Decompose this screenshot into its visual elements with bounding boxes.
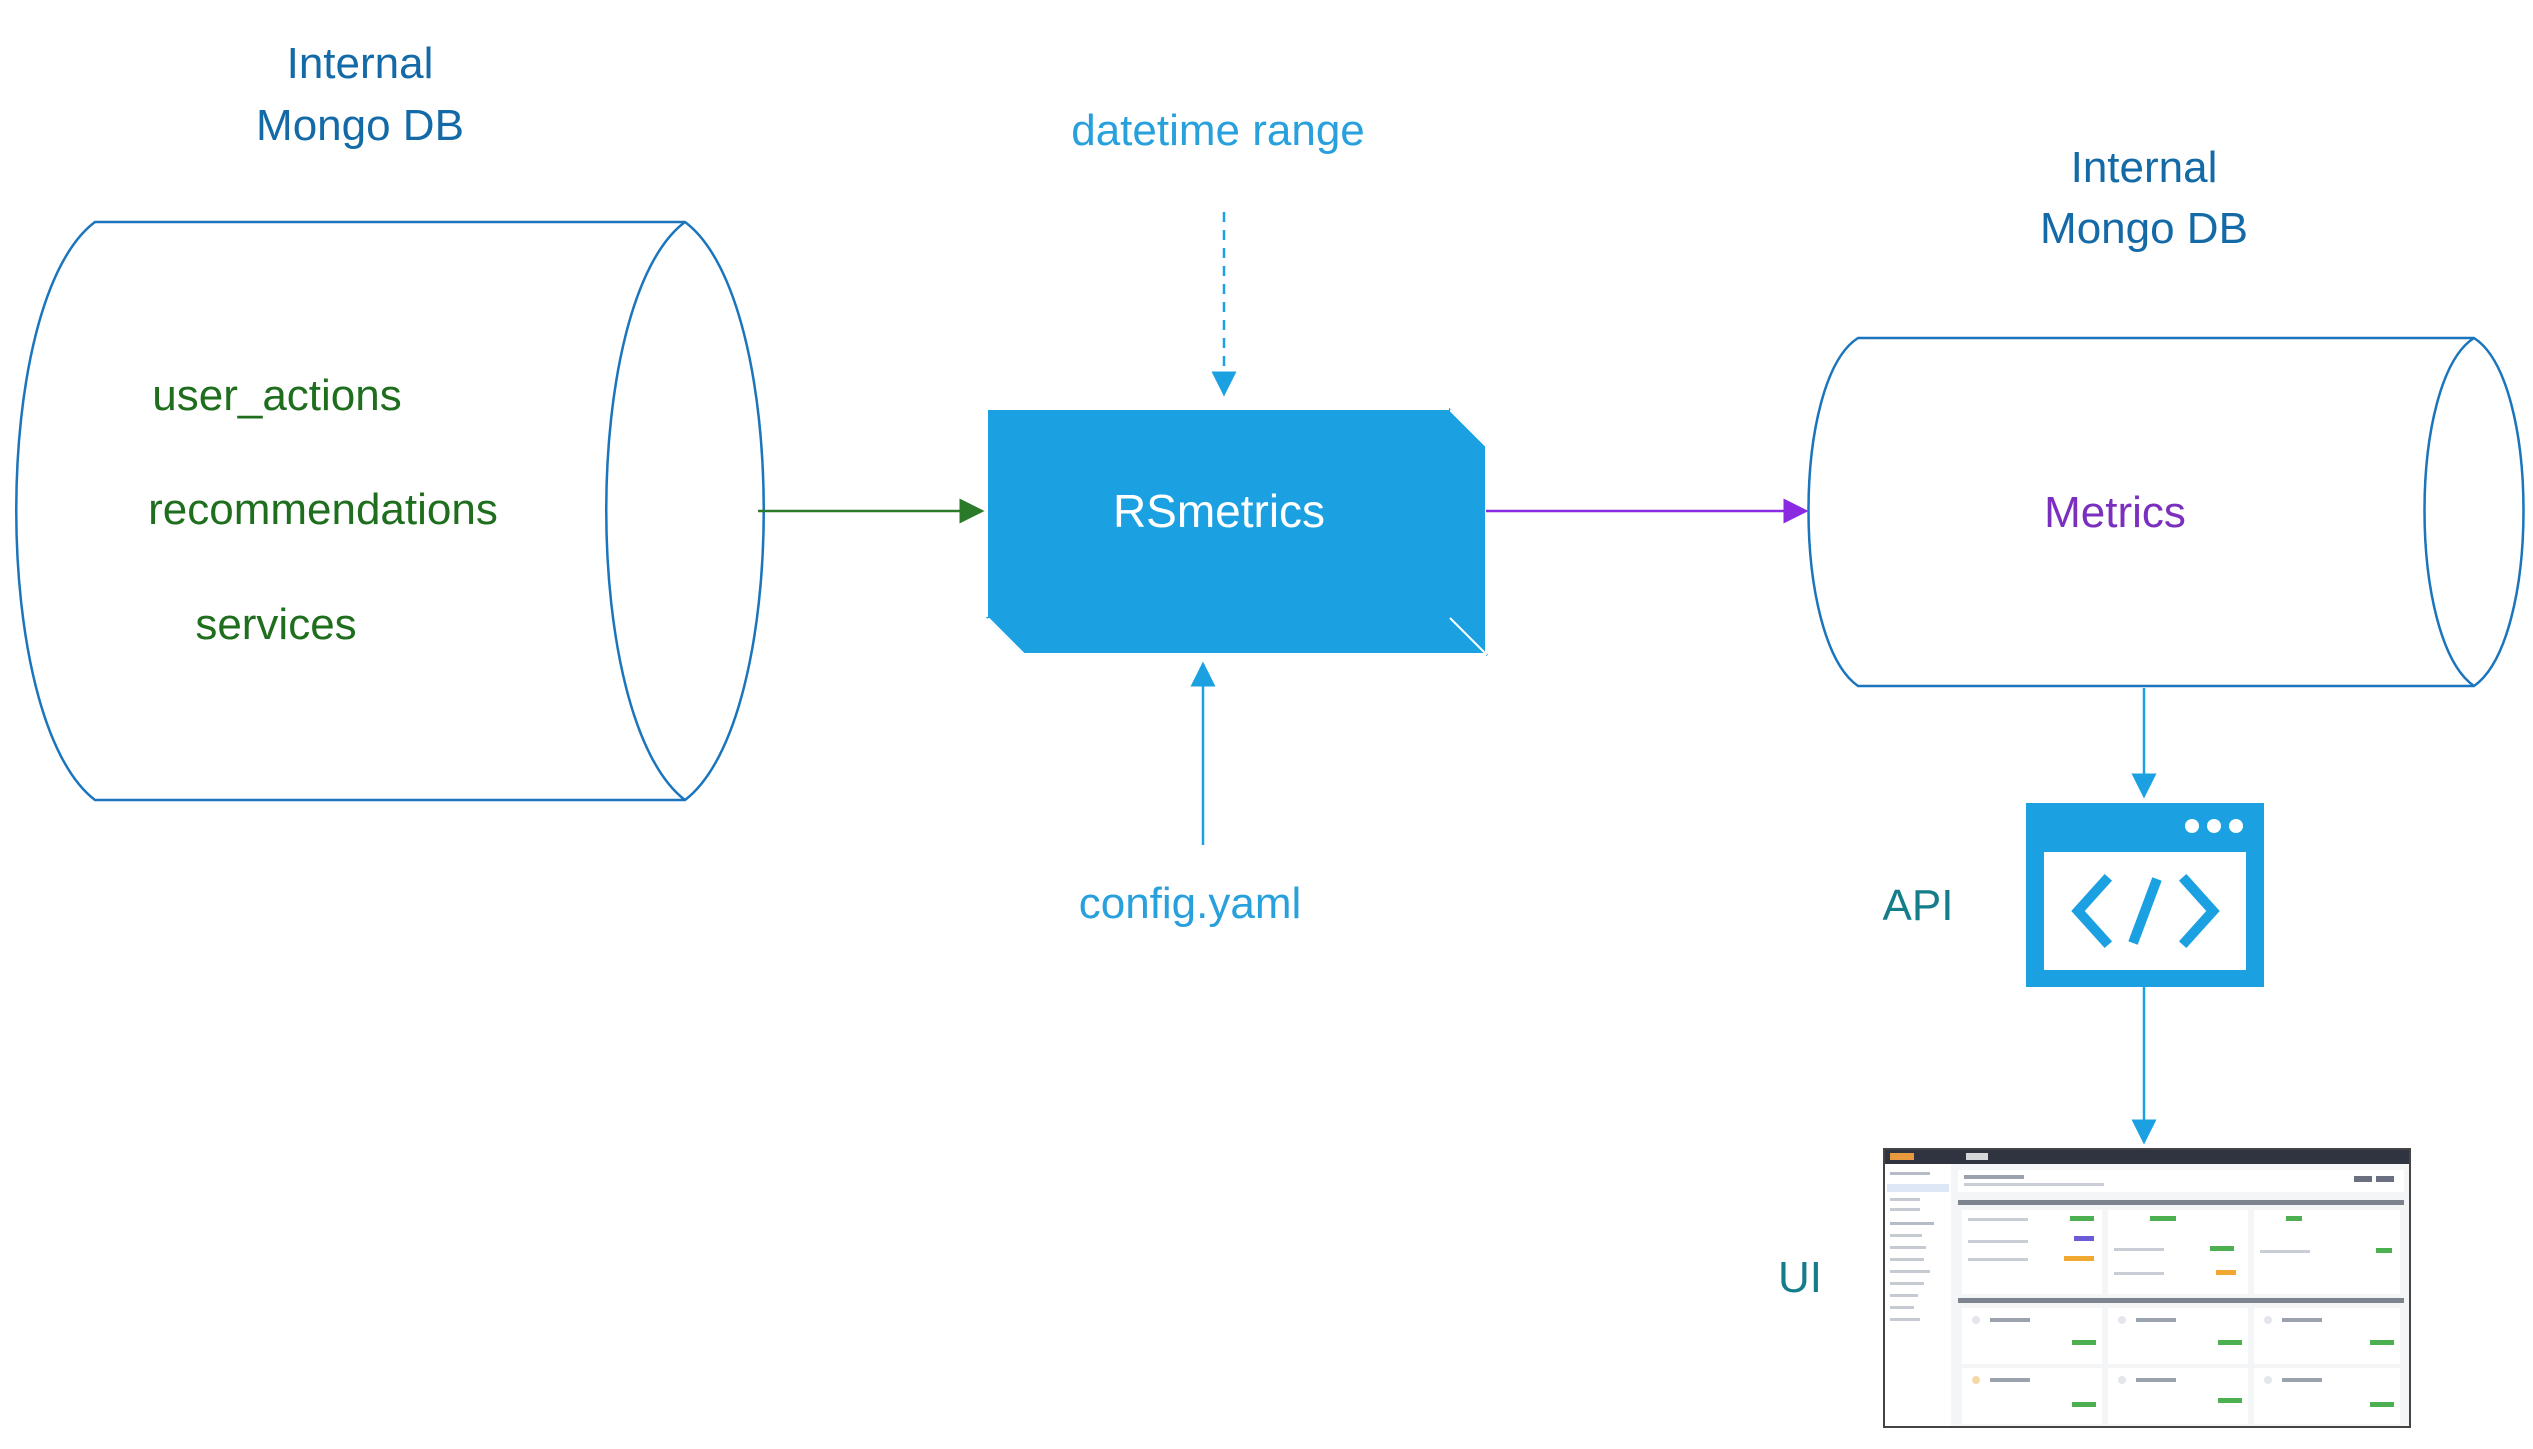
source-db-label-line2: Mongo DB	[256, 101, 464, 150]
rsmetrics-label: RSmetrics	[1113, 485, 1325, 537]
collection-services: services	[195, 600, 356, 649]
target-db-label-line1: Internal	[2071, 143, 2218, 192]
dashboard-screenshot	[1883, 1148, 2411, 1428]
api-node: API	[1883, 803, 2264, 987]
rsmetrics-box-corner-edge	[1449, 617, 1487, 655]
metrics-collection-label: Metrics	[2044, 488, 2186, 537]
rsmetrics-box-bottom	[985, 617, 1489, 655]
rsmetrics-box-front	[988, 410, 1450, 618]
input-datetime-range-label: datetime range	[1071, 106, 1365, 155]
api-label: API	[1883, 881, 1954, 930]
collection-recommendations: recommendations	[148, 485, 498, 534]
collection-user-actions: user_actions	[152, 371, 401, 420]
rsmetrics-node: datetime range RSmetrics config.yaml	[985, 106, 1489, 928]
source-db-cylinder-inner-curve	[605, 220, 686, 801]
code-window-icon	[2026, 803, 2264, 987]
ui-label: UI	[1778, 1253, 1822, 1302]
source-db: Internal Mongo DB user_actions recommend…	[15, 39, 765, 802]
source-db-label-line1: Internal	[287, 39, 434, 88]
target-db-cylinder-inner-curve	[2423, 336, 2475, 688]
target-db: Internal Mongo DB Metrics	[1807, 143, 2525, 688]
ui-node: UI	[1778, 1148, 2411, 1428]
rsmetrics-box-side	[1449, 407, 1487, 657]
target-db-label-line2: Mongo DB	[2040, 204, 2248, 253]
input-config-yaml-label: config.yaml	[1079, 879, 1302, 928]
